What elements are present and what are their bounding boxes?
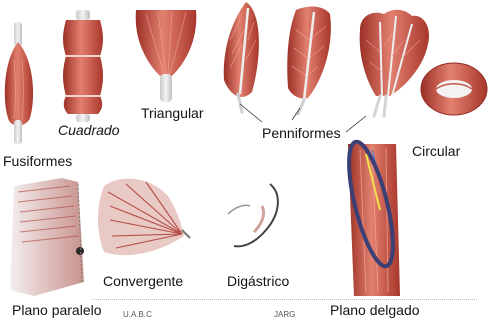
label-cuadrado: Cuadrado bbox=[58, 122, 120, 138]
circular-muscle-illustration bbox=[421, 63, 487, 115]
triangular-muscle-illustration bbox=[136, 10, 197, 102]
label-triangular: Triangular bbox=[141, 105, 204, 121]
fusiform-muscle-illustration bbox=[5, 22, 33, 144]
label-plano-delgado: Plano delgado bbox=[330, 302, 420, 318]
thin-flat-muscle-illustration bbox=[340, 138, 402, 296]
multipennate-muscle-illustration bbox=[360, 10, 429, 116]
credit-jarg: JARG bbox=[274, 310, 295, 319]
label-penniformes: Penniformes bbox=[262, 125, 341, 141]
label-fusiformes: Fusiformes bbox=[3, 153, 72, 169]
footer-divider bbox=[92, 299, 477, 300]
parallel-flat-muscle-illustration bbox=[10, 178, 84, 296]
convergent-muscle-illustration bbox=[98, 179, 190, 256]
quadrate-muscle-illustration bbox=[63, 10, 103, 122]
label-circular: Circular bbox=[412, 143, 460, 159]
label-digastrico: Digástrico bbox=[227, 273, 289, 289]
digastric-muscle-illustration bbox=[228, 184, 278, 246]
label-plano-paralelo: Plano paralelo bbox=[12, 302, 102, 318]
credit-uabc: U.A.B.C bbox=[123, 310, 152, 319]
bipennate-muscle-illustration bbox=[287, 7, 331, 114]
label-convergente: Convergente bbox=[103, 273, 183, 289]
unipennate-muscle-illustration bbox=[224, 2, 259, 112]
